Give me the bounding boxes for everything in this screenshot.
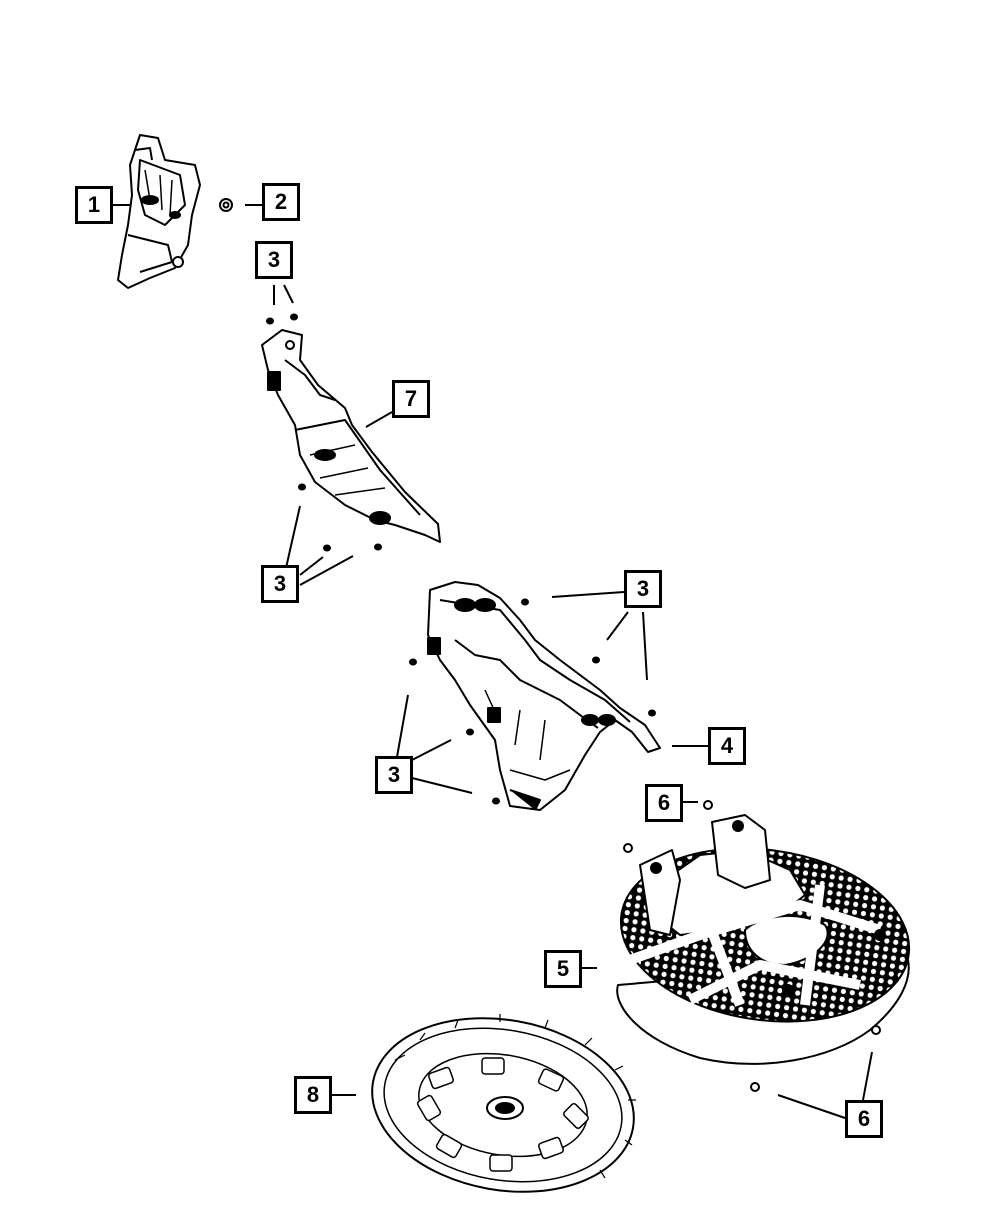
nut-part-2 xyxy=(219,198,233,212)
callout-6: 6 xyxy=(645,784,683,822)
callout-8: 8 xyxy=(294,1076,332,1114)
heat-shield-rear-part xyxy=(427,581,661,811)
callout-5: 5 xyxy=(544,950,582,988)
callout-6: 6 xyxy=(845,1100,883,1138)
wheel-cover-part xyxy=(371,1014,636,1193)
heat-shield-upper-part xyxy=(117,134,201,289)
nuts-part-6 xyxy=(623,800,881,1092)
callout-4: 4 xyxy=(708,727,746,765)
heat-shield-middle-part xyxy=(261,329,441,543)
callout-1: 1 xyxy=(75,186,113,224)
callout-3: 3 xyxy=(624,570,662,608)
fasteners-part-3 xyxy=(266,313,656,805)
callout-3: 3 xyxy=(375,756,413,794)
leader-lines xyxy=(113,204,873,1119)
callout-2: 2 xyxy=(262,183,300,221)
spare-tire-carrier-part xyxy=(616,814,911,1065)
callout-3: 3 xyxy=(255,241,293,279)
callout-3: 3 xyxy=(261,565,299,603)
callout-7: 7 xyxy=(392,380,430,418)
